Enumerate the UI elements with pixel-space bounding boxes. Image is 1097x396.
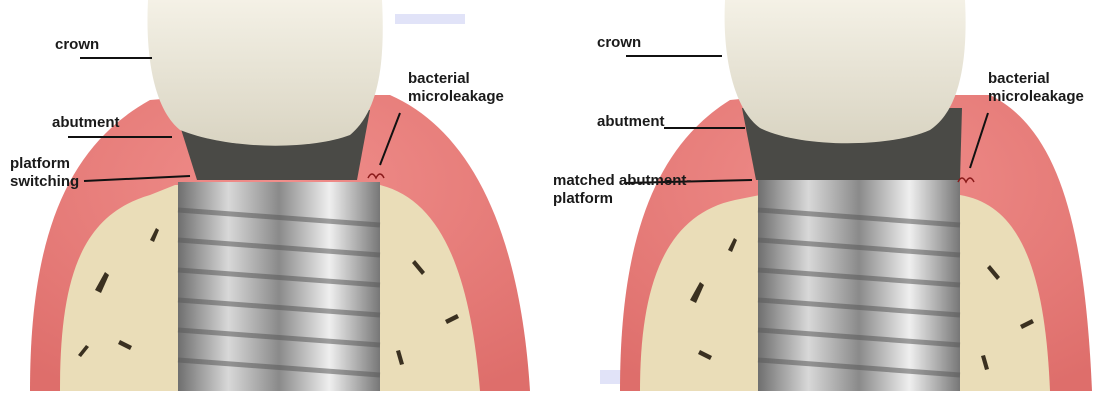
label-abutment-left: abutment (52, 114, 120, 132)
label-bacterial-left: bacterial microleakage (408, 70, 528, 106)
label-bacterial-right: bacterial microleakage (988, 70, 1093, 106)
label-platform-right: matched abutment-platform (553, 172, 713, 208)
label-abutment-right: abutment (597, 113, 665, 131)
label-crown-right: crown (597, 34, 641, 52)
label-platform-left: platform switching (10, 155, 100, 191)
label-crown-left: crown (55, 36, 99, 54)
crown-illustration (725, 0, 966, 143)
crown-illustration (147, 0, 382, 146)
left-panel (30, 0, 530, 391)
